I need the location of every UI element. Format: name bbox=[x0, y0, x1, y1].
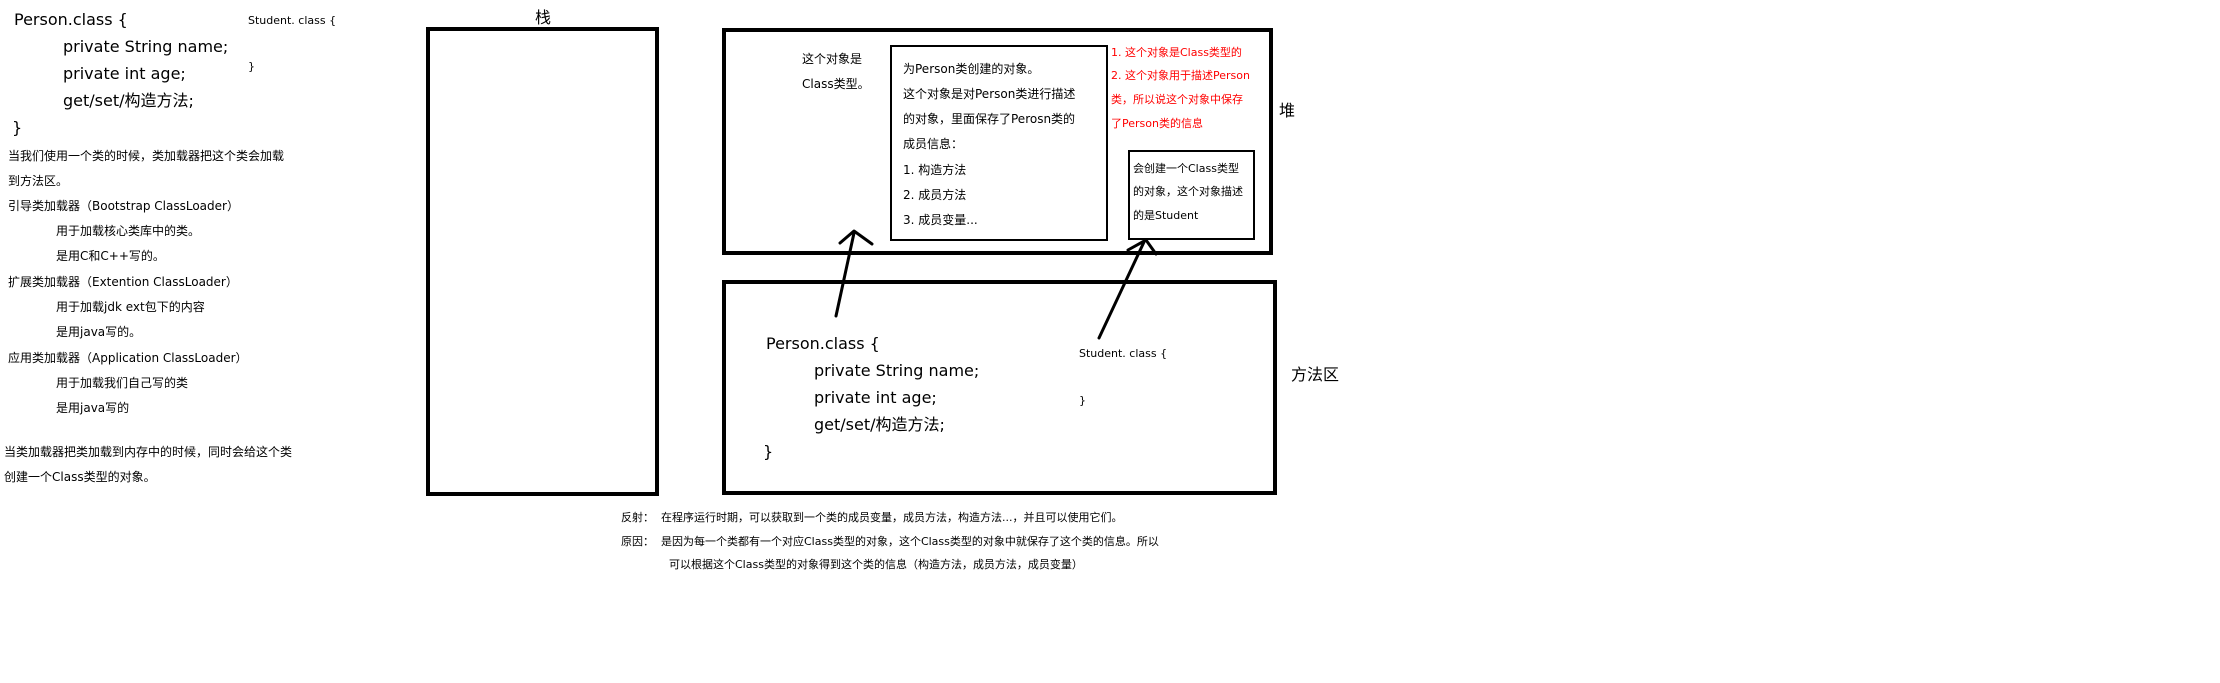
red-note-line: 2. 这个对象用于描述Person bbox=[1111, 69, 1250, 82]
note-line: 扩展类加载器（Extention ClassLoader） bbox=[8, 275, 238, 289]
object-line: 这个对象是对Person类进行描述 bbox=[903, 87, 1076, 101]
left-code-line: Person.class { bbox=[14, 10, 128, 29]
person-class-object-box bbox=[890, 45, 1108, 241]
note-line: 是用java写的 bbox=[56, 401, 130, 415]
object-line: 1. 构造方法 bbox=[903, 163, 967, 177]
note-line: 到方法区。 bbox=[8, 174, 69, 188]
object-line: 为Person类创建的对象。 bbox=[903, 62, 1040, 76]
reason-label: 原因： bbox=[621, 535, 654, 548]
class-object-label: Class类型。 bbox=[802, 77, 870, 91]
note-line: 当我们使用一个类的时候，类加载器把这个类会加载 bbox=[8, 149, 285, 163]
left-student-class-open: Student. class { bbox=[248, 14, 337, 27]
method-code-line: private int age; bbox=[814, 388, 937, 407]
reflection-label: 反射： bbox=[621, 511, 654, 524]
student-object-line: 的是Student bbox=[1133, 209, 1199, 222]
arrow-head bbox=[1126, 238, 1158, 256]
red-note-line: 了Person类的信息 bbox=[1111, 117, 1203, 130]
arrow-student-to-object bbox=[1097, 240, 1146, 340]
arrow-head bbox=[838, 229, 874, 246]
object-line: 3. 成员变量... bbox=[903, 213, 978, 227]
left-code-line: private int age; bbox=[63, 64, 186, 83]
note-line: 是用C和C++写的。 bbox=[56, 249, 165, 263]
left-code-line: private String name; bbox=[63, 37, 229, 56]
red-note-line: 类，所以说这个对象中保存 bbox=[1111, 93, 1243, 106]
class-object-label: 这个对象是 bbox=[802, 52, 863, 66]
student-object-line: 的对象，这个对象描述 bbox=[1133, 185, 1243, 198]
note-line: 用于加载核心类库中的类。 bbox=[56, 224, 201, 238]
student-object-line: 会创建一个Class类型 bbox=[1133, 162, 1239, 175]
stack-label: 栈 bbox=[535, 8, 552, 27]
left-student-class-close: } bbox=[248, 60, 255, 73]
heap-label: 堆 bbox=[1279, 101, 1296, 120]
arrow-method-to-class-object bbox=[834, 231, 856, 318]
heap-box bbox=[722, 28, 1273, 255]
note-line: 引导类加载器（Bootstrap ClassLoader） bbox=[8, 199, 239, 213]
method-code-line: } bbox=[763, 442, 774, 461]
red-note-line: 1. 这个对象是Class类型的 bbox=[1111, 46, 1242, 59]
note-line: 应用类加载器（Application ClassLoader） bbox=[8, 351, 248, 365]
reflection-text: 在程序运行时期，可以获取到一个类的成员变量，成员方法，构造方法...，并且可以使… bbox=[661, 511, 1123, 524]
note-line: 是用java写的。 bbox=[56, 325, 142, 339]
method-code-line: private String name; bbox=[814, 361, 980, 380]
method-code-line: Person.class { bbox=[766, 334, 880, 353]
method-area-label: 方法区 bbox=[1291, 365, 1340, 384]
object-line: 2. 成员方法 bbox=[903, 188, 967, 202]
method-area-box bbox=[722, 280, 1277, 495]
note-line: 创建一个Class类型的对象。 bbox=[4, 470, 156, 484]
left-code-line: } bbox=[12, 118, 23, 137]
note-line: 用于加载jdk ext包下的内容 bbox=[56, 300, 205, 314]
method-student-close: } bbox=[1079, 394, 1086, 407]
object-line: 成员信息： bbox=[903, 137, 964, 151]
note-line: 用于加载我们自己写的类 bbox=[56, 376, 189, 390]
object-line: 的对象，里面保存了Perosn类的 bbox=[903, 112, 1076, 126]
note-line: 当类加载器把类加载到内存中的时候，同时会给这个类 bbox=[4, 445, 293, 459]
student-class-object-box bbox=[1128, 150, 1255, 240]
reason-text: 可以根据这个Class类型的对象得到这个类的信息（构造方法，成员方法，成员变量） bbox=[669, 558, 1083, 571]
stack-box bbox=[426, 27, 659, 496]
left-code-line: get/set/构造方法; bbox=[63, 91, 194, 110]
method-student-open: Student. class { bbox=[1079, 347, 1168, 360]
reason-text: 是因为每一个类都有一个对应Class类型的对象，这个Class类型的对象中就保存… bbox=[661, 535, 1159, 548]
method-code-line: get/set/构造方法; bbox=[814, 415, 945, 434]
